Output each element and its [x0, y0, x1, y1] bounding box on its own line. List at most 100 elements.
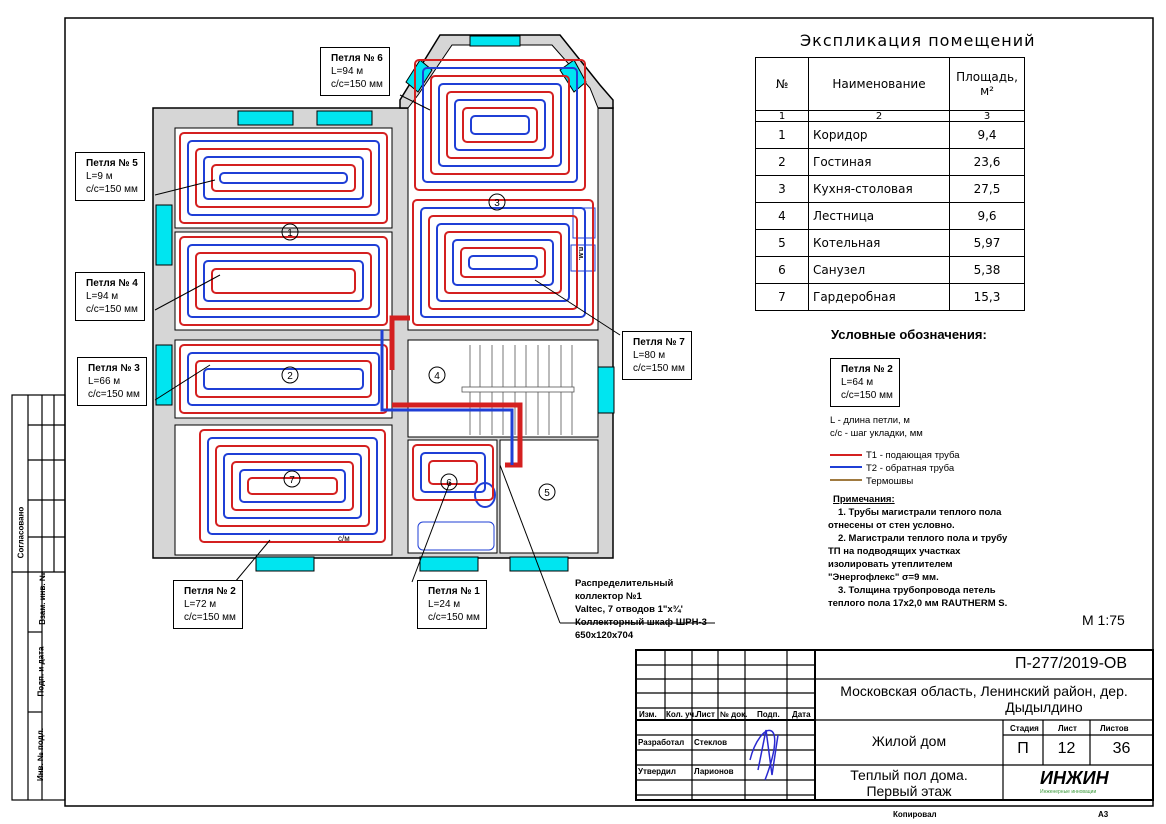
return-pipe-loop — [420, 452, 486, 493]
room-mark-circle — [281, 366, 299, 384]
return-pipe-loop — [452, 239, 554, 286]
explication-cell-name: Лестница — [808, 202, 950, 230]
explication-cell-area: 15,3 — [949, 283, 1025, 311]
developed-name: Стеклов — [694, 738, 728, 747]
notes: Примечания: 1. Трубы магистрали теплого … — [828, 494, 1008, 609]
room-mark-circle — [440, 473, 458, 491]
scale-label: М 1:75 — [1082, 612, 1125, 628]
col-header-name: Наименование — [808, 57, 950, 111]
explication-cell-n: 6 — [755, 256, 809, 284]
side-stamp — [11, 394, 66, 801]
stamp-col-header: Лист — [696, 710, 715, 719]
return-pipe-loop — [219, 172, 348, 184]
supply-pipe-loop — [446, 91, 554, 159]
col-header-number: № — [755, 57, 809, 111]
supply-pipe-loop — [247, 477, 338, 495]
explication-cell-n: 5 — [755, 229, 809, 257]
supply-pipe-loop — [231, 461, 354, 511]
supply-pipe-loop — [179, 132, 388, 224]
explication-cell-name: Гостиная — [808, 148, 950, 176]
explication-cell-area: 5,38 — [949, 256, 1025, 284]
return-pipe-loop — [438, 83, 562, 167]
boiler-box-label: п.м. — [577, 246, 585, 261]
document-code: П-277/2019-ОВ — [1015, 655, 1128, 672]
format-label: А3 — [1098, 810, 1109, 819]
approved-name: Ларионов — [694, 767, 734, 776]
stamp-col-header: № док. — [720, 710, 748, 719]
explication-cell-n: 3 — [755, 175, 809, 203]
room-mark-circle — [538, 483, 556, 501]
return-pipe-loop — [207, 437, 378, 535]
supply-pipe-loop — [412, 199, 594, 326]
supply-pipe-loop — [195, 360, 372, 398]
leader-lines — [154, 94, 715, 624]
explication-cell-name: Коридор — [808, 121, 950, 149]
supply-pipe-loop — [444, 231, 562, 294]
explication-cell-area: 5,97 — [949, 229, 1025, 257]
stamp-col-header: Кол. уч. — [666, 710, 697, 719]
explication-cell-name: Котельная — [808, 229, 950, 257]
return-pipe-loop — [203, 156, 364, 200]
return-pipe-loop — [454, 99, 546, 151]
supply-pipe-loop — [462, 107, 538, 143]
supply-pipe-loop — [428, 215, 578, 310]
signature — [749, 729, 779, 781]
supply-pipe-loop — [211, 164, 356, 192]
room-mark: 7 — [289, 475, 295, 486]
developed-label: Разработал — [638, 738, 685, 747]
col-number: 3 — [949, 110, 1025, 122]
col-number: 2 — [808, 110, 950, 122]
room-mark: 5 — [544, 488, 550, 499]
return-pipe-loop — [203, 260, 364, 302]
sheet-label: Лист — [1058, 724, 1077, 733]
explication-cell-name: Гардеробная — [808, 283, 950, 311]
sheet-title: Теплый пол дома.Первый этаж — [850, 767, 968, 799]
supply-pipe-loop — [215, 445, 370, 527]
side-stamp-inv: Инв. № подл. — [36, 727, 46, 782]
col-header-area: Площадь, м² — [949, 57, 1025, 111]
company-logo: ИНЖИН — [1040, 768, 1109, 788]
stage-label: Стадия — [1010, 724, 1039, 733]
stamp-col-header: Дата — [792, 710, 811, 719]
supply-pipe-loop — [195, 148, 372, 208]
company-logo-subtitle: Инженерные инновации — [1040, 789, 1097, 795]
stamp-col-header: Изм. — [639, 710, 657, 719]
return-pipe-loop — [223, 453, 362, 519]
explication-cell-name: Кухня-столовая — [808, 175, 950, 203]
return-pipe-loop — [187, 140, 380, 216]
side-stamp-replace: Взам. инв. № — [37, 572, 47, 625]
room-mark: 4 — [434, 371, 440, 382]
supply-pipe-loop — [195, 252, 372, 310]
heating-loops — [179, 59, 594, 543]
legend-title: Условные обозначения: — [831, 327, 987, 342]
supply-pipe-loop — [428, 460, 478, 485]
room-mark-circle — [283, 470, 301, 488]
supply-pipe-loop — [199, 429, 386, 543]
stage-value: П — [1017, 740, 1029, 757]
explication-cell-n: 2 — [755, 148, 809, 176]
closet-label: с/м — [338, 534, 350, 543]
return-main-pipe — [380, 330, 514, 465]
return-pipe-loop — [470, 115, 530, 135]
supply-pipe-loop — [211, 268, 356, 294]
supply-pipe-loop — [460, 247, 546, 278]
building-name: Жилой дом — [871, 733, 947, 749]
room-mark-circle — [281, 223, 299, 241]
